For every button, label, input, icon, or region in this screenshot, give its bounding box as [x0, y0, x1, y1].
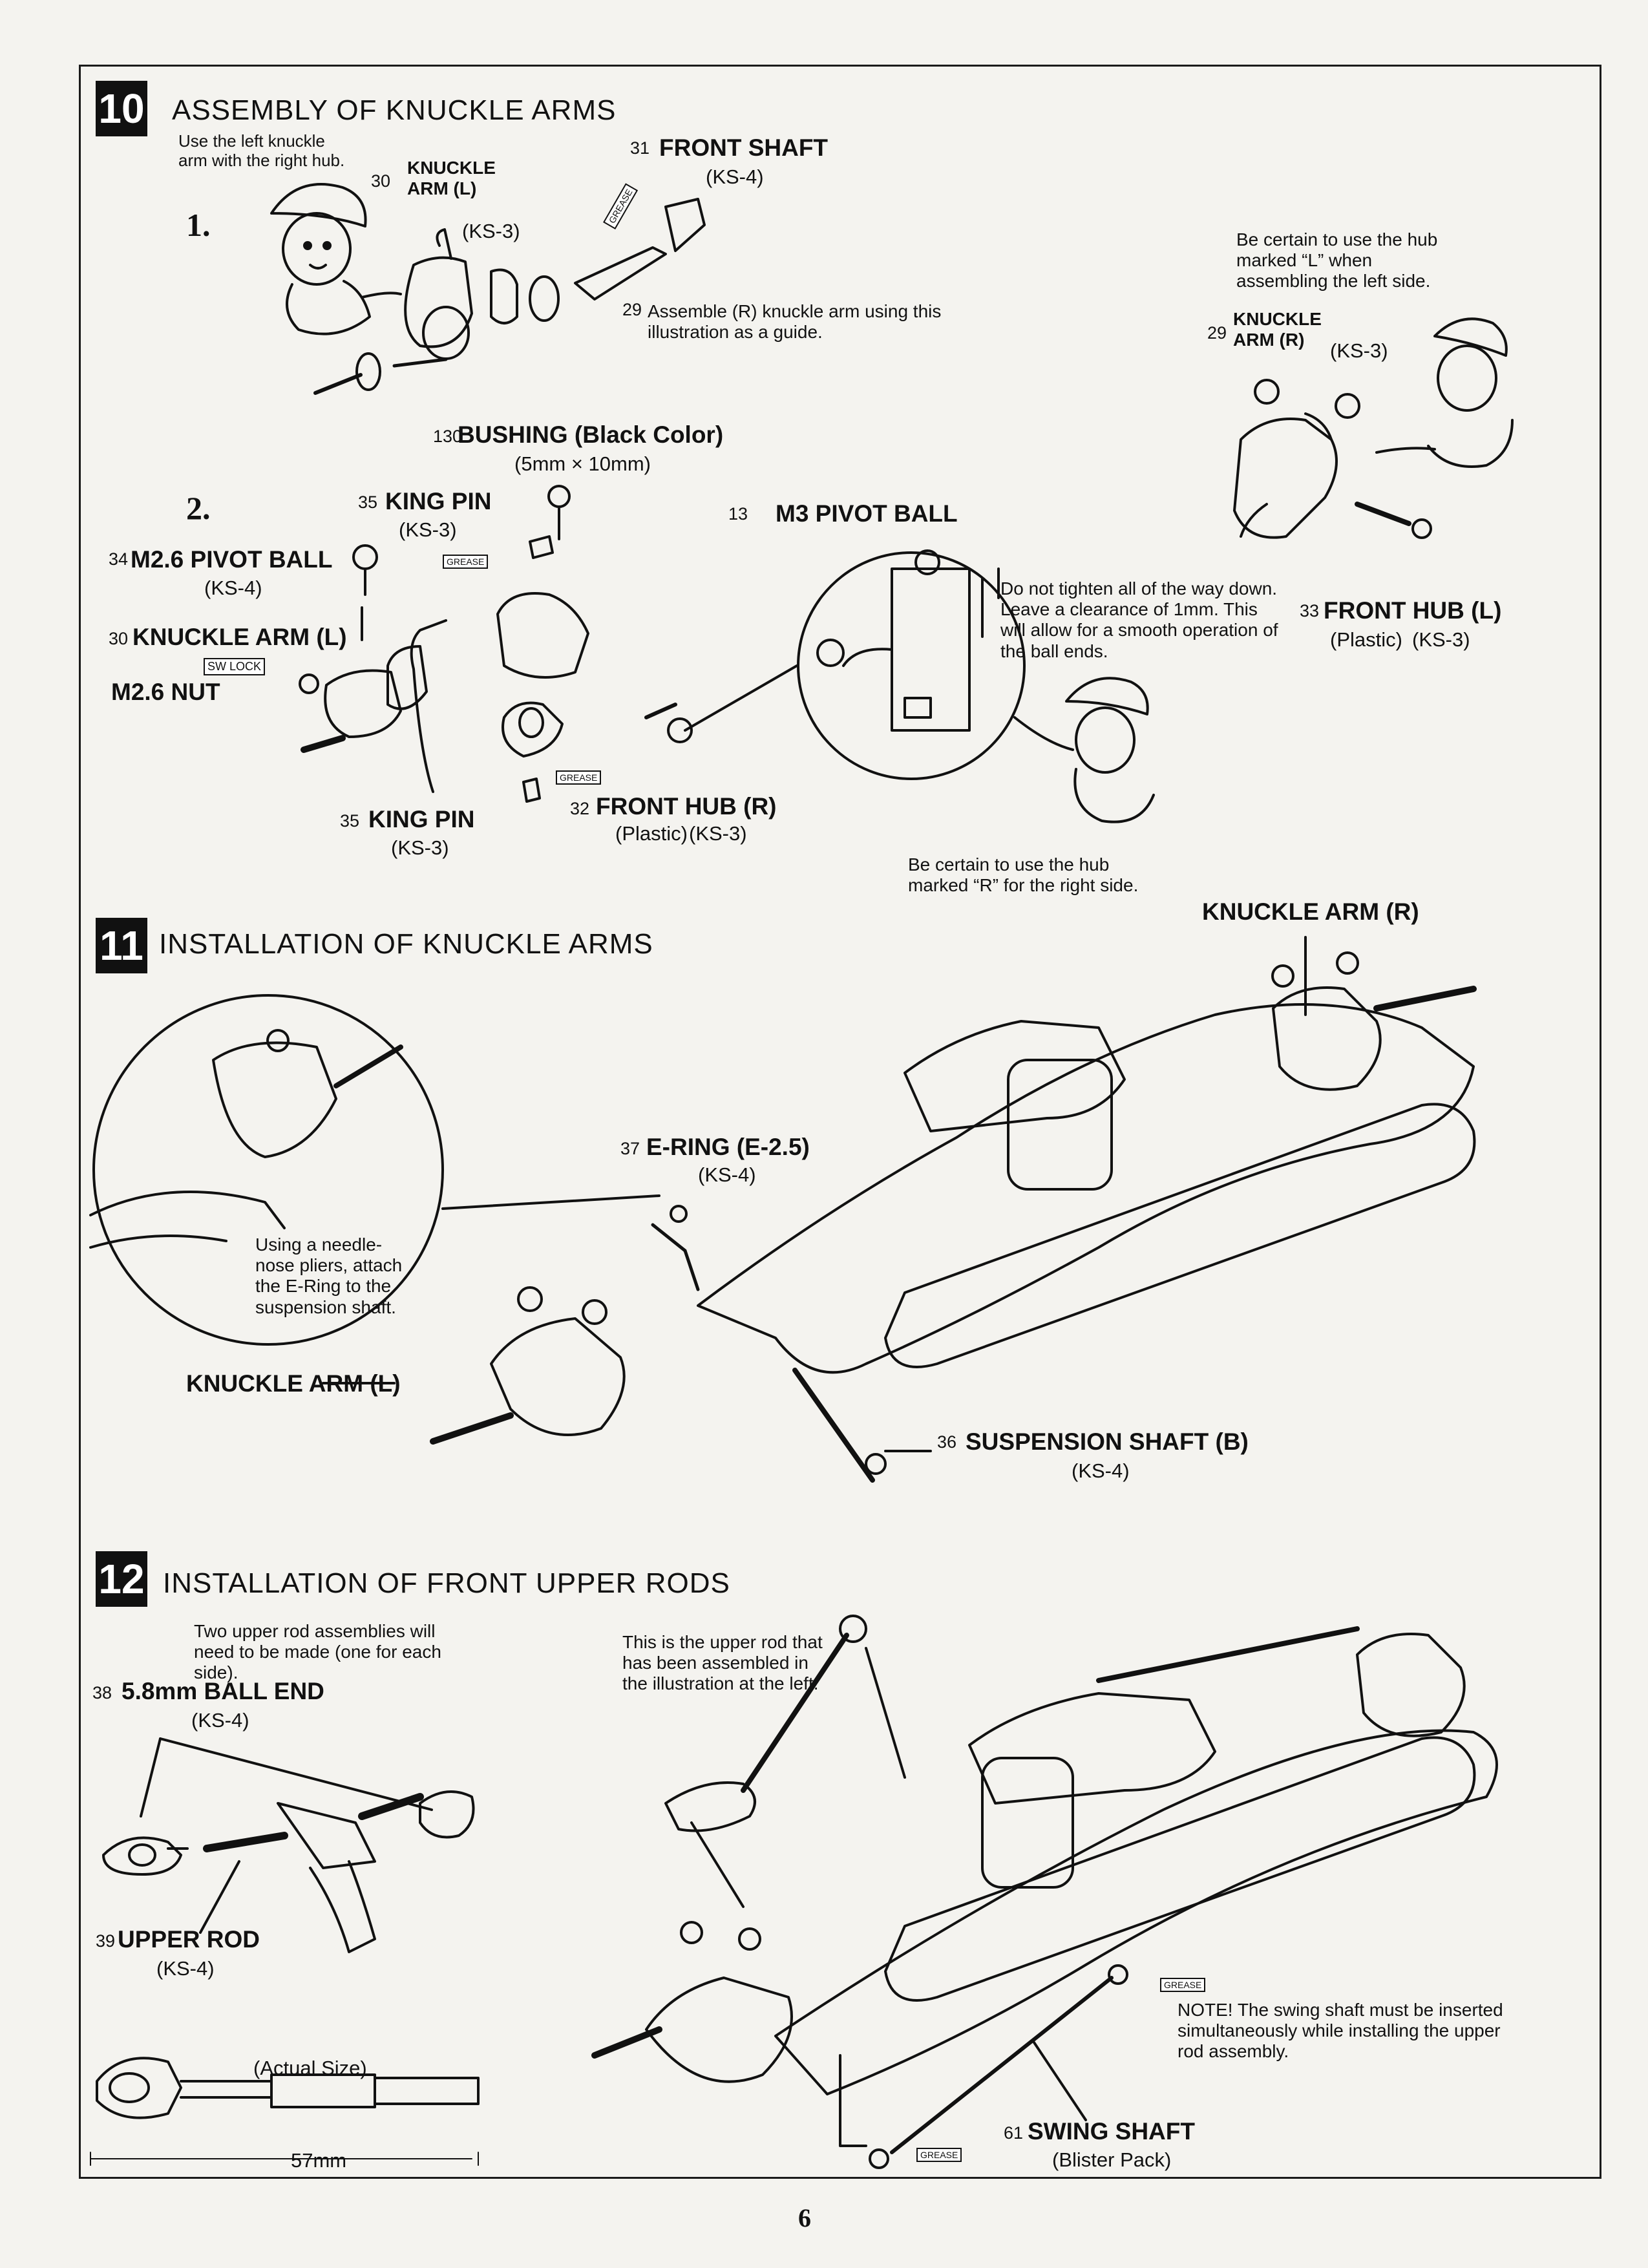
grease-tag: GREASE — [916, 2148, 962, 2162]
length-label: 57mm — [291, 2149, 347, 2172]
part-size: (5mm × 10mm) — [514, 452, 651, 475]
part-name-upper-rod: UPPER ROD — [118, 1926, 260, 1953]
part-number: 37 — [620, 1139, 640, 1158]
part-number: 32 — [570, 799, 590, 818]
step-title: ASSEMBLY OF KNUCKLE ARMS — [172, 94, 617, 126]
tighten-note: Do not tighten all of the way down. Leav… — [1000, 578, 1278, 661]
mascot-illustration — [1013, 677, 1155, 823]
part-code: (KS-4) — [698, 1163, 756, 1186]
part-name-bushing: BUSHING (Black Color) — [458, 421, 724, 448]
part-code: (KS-4) — [204, 577, 262, 599]
part-name-m3-pivot-ball: M3 PIVOT BALL — [776, 500, 958, 527]
grease-tag: GREASE — [1160, 1978, 1206, 1992]
part-number: 13 — [728, 504, 748, 524]
step-title: INSTALLATION OF FRONT UPPER RODS — [163, 1567, 730, 1599]
part-number: 61 — [1004, 2123, 1024, 2143]
pliers-note: Using a needle-nose pliers, attach the E… — [255, 1235, 403, 1317]
part-name-king-pin: KING PIN — [385, 488, 492, 514]
part-material: (Plastic) — [615, 822, 688, 845]
part-name-knuckle-arm-l: KNUCKLE ARM (L) — [132, 624, 347, 650]
part-name-front-shaft: FRONT SHAFT — [659, 134, 829, 161]
part-code: (KS-4) — [191, 1709, 249, 1732]
part-number: 38 — [92, 1683, 112, 1702]
part-name-knuckle-arm-l: KNUCKLE ARM (L) — [407, 158, 496, 199]
step-number-badge: 10 — [96, 81, 147, 136]
page-number: 6 — [798, 2203, 811, 2232]
page-frame — [79, 65, 1601, 2179]
part-code: (KS-4) — [156, 1957, 215, 1980]
part-code: (KS-4) — [706, 165, 764, 188]
hub-r-note: Be certain to use the hub marked “R” for… — [908, 854, 1139, 896]
assemble-note: Assemble (R) knuckle arm using this illu… — [648, 301, 942, 343]
part-name-e-ring: E-RING (E-2.5) — [646, 1134, 810, 1160]
part-code: (KS-3) — [391, 836, 449, 859]
knuckle-arm-r-illustration — [1233, 317, 1514, 539]
part-name-m26-nut: M2.6 NUT — [111, 679, 220, 705]
swing-shaft-note: NOTE! The swing shaft must be inserted s… — [1178, 2000, 1503, 2062]
part-name-king-pin: KING PIN — [368, 806, 475, 832]
label-knuckle-arm-r: KNUCKLE ARM (R) — [1202, 898, 1419, 925]
part-name-front-hub-r: FRONT HUB (R) — [596, 793, 777, 820]
part-name-m26-pivot-ball: M2.6 PIVOT BALL — [131, 546, 333, 573]
part-name-ball-end: 5.8mm BALL END — [121, 1678, 324, 1704]
part-name-knuckle-arm-r: KNUCKLE ARM (R) — [1233, 309, 1322, 350]
hub-l-note: Be certain to use the hub marked “L” whe… — [1236, 229, 1438, 291]
mascot-illustration — [270, 183, 402, 335]
part-number: 30 — [109, 629, 129, 648]
part-number: 29 — [1207, 323, 1227, 343]
actual-size-rod-drawing — [90, 2057, 480, 2166]
substep-label: 1. — [186, 207, 211, 243]
step-title: INSTALLATION OF KNUCKLE ARMS — [159, 928, 653, 960]
step-number-badge: 12 — [96, 1551, 147, 1607]
part-code: (KS-3) — [689, 822, 747, 845]
part-number: 39 — [96, 1931, 116, 1951]
pivot-ball-detail-circle — [684, 549, 1026, 780]
grease-tag: GREASE — [443, 555, 489, 569]
chassis-upper-rod-install — [591, 1615, 1498, 2169]
part-name-front-hub-l: FRONT HUB (L) — [1324, 597, 1502, 624]
upper-rod-assembly — [102, 1737, 475, 1953]
chassis-knuckle-install — [89, 936, 1477, 1483]
knuckle-arm-exploded — [313, 198, 706, 395]
substep-label: 2. — [186, 490, 211, 526]
part-number: 29 — [622, 300, 642, 319]
part-name-suspension-shaft: SUSPENSION SHAFT (B) — [966, 1428, 1249, 1455]
part-number: 30 — [371, 171, 391, 191]
sw-lock-tag: SW LOCK — [204, 658, 266, 675]
part-number: 31 — [630, 138, 650, 158]
part-code: (KS-3) — [1412, 628, 1470, 651]
grease-tag: GREASE — [556, 770, 602, 785]
part-code: (Blister Pack) — [1052, 2148, 1172, 2171]
part-code: (KS-3) — [462, 220, 520, 242]
step-number-badge: 11 — [96, 918, 147, 973]
part-number: 35 — [340, 811, 360, 831]
part-number: 130 — [433, 427, 463, 446]
note-left-knuckle: Use the left knuckle arm with the right … — [178, 131, 345, 170]
part-number: 33 — [1300, 601, 1320, 620]
two-rods-note: Two upper rod assemblies will need to be… — [194, 1621, 441, 1683]
part-number: 36 — [937, 1432, 957, 1452]
upper-rod-note: This is the upper rod that has been asse… — [622, 1632, 823, 1694]
part-number: 34 — [109, 549, 129, 569]
knuckle-hub-exploded-2 — [299, 485, 693, 803]
part-code: (KS-4) — [1072, 1459, 1130, 1482]
part-code: (KS-3) — [1330, 339, 1388, 362]
part-name-swing-shaft: SWING SHAFT — [1028, 2118, 1195, 2145]
part-code: (KS-3) — [399, 518, 457, 541]
part-material: (Plastic) — [1330, 628, 1402, 651]
part-number: 35 — [358, 493, 378, 512]
